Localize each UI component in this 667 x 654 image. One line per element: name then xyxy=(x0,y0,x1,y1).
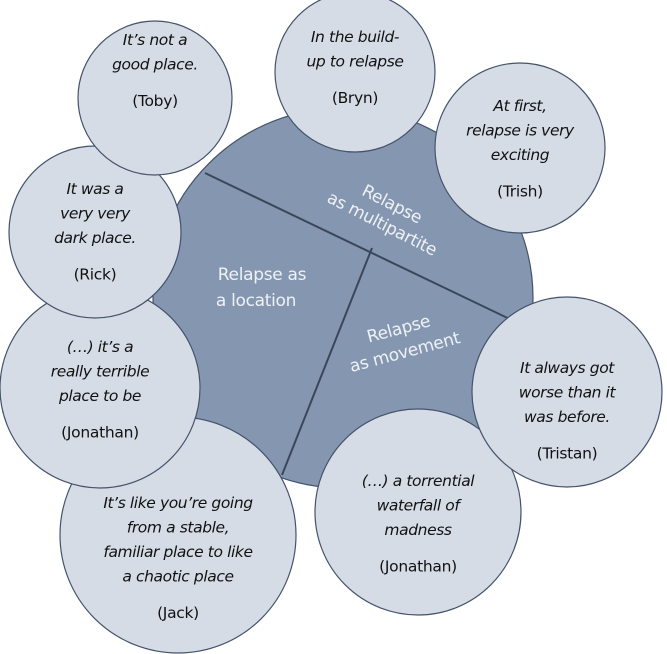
quote-author: (Jonathan) xyxy=(61,424,139,442)
divider-line-bottom xyxy=(281,247,373,476)
quote-author: (Jack) xyxy=(157,604,199,622)
quote-line: familiar place to like xyxy=(103,543,252,561)
bubble-circle xyxy=(471,296,663,488)
quote-line: (…) a torrential xyxy=(362,472,475,490)
quote-line: place to be xyxy=(58,387,141,405)
quote-author: (Jonathan) xyxy=(379,558,457,576)
quote-bubble-rick: It was a very very dark place. (Rick) xyxy=(8,145,182,319)
divider-line-top xyxy=(204,172,519,324)
quote-bubble-bryn: In the build-up to relapse (Bryn) xyxy=(274,0,436,153)
quote-line: waterfall of xyxy=(377,497,463,515)
quote-line: madness xyxy=(384,521,451,539)
bubble-circle xyxy=(314,408,522,616)
quote-line: from a stable, xyxy=(127,519,229,537)
quote-author: (Rick) xyxy=(74,266,117,284)
theme-location-line-2: a location xyxy=(216,291,296,311)
quote-bubble-jonathan-1: (…) it’s a really terrible place to be (Jon… xyxy=(0,287,201,489)
quote-bubble-toby: It’s not a good place. (Toby) xyxy=(77,20,233,176)
quote-author: (Bryn) xyxy=(332,89,378,107)
quote-line: good place. xyxy=(112,56,198,74)
quote-line: At first, xyxy=(492,97,546,115)
theme-location: Relapse as a location xyxy=(216,265,307,311)
quote-line: exciting xyxy=(491,146,550,164)
quote-line: It was a xyxy=(66,180,123,198)
quote-author: (Toby) xyxy=(132,92,178,110)
quote-line: relapse is very xyxy=(466,122,575,140)
quote-author: (Trish) xyxy=(497,183,543,201)
quote-bubble-trish: At first, relapse is very exciting (Trish) xyxy=(434,62,606,234)
quote-line: was before. xyxy=(524,408,610,426)
quote-line: up to relapse xyxy=(306,53,403,71)
quote-line: dark place. xyxy=(54,229,136,247)
quote-bubble-tristan: It always got worse than it was before. (Tr… xyxy=(471,296,663,488)
bubble-circle xyxy=(274,0,436,153)
quote-line: It’s like you’re going xyxy=(103,494,253,512)
quote-line: It’s not a xyxy=(123,31,187,49)
quote-line: It always got xyxy=(520,359,615,377)
quote-line: (…) it’s a xyxy=(67,338,133,356)
quote-line: In the build- xyxy=(311,28,400,46)
theme-location-line-1: Relapse as xyxy=(218,265,307,285)
bubble-circle xyxy=(434,62,606,234)
quote-line: worse than it xyxy=(519,384,617,402)
bubble-circle xyxy=(77,20,233,176)
quote-line: very very xyxy=(60,205,131,223)
quote-bubble-jonathan-2: (…) a torrential waterfall of madness (Jona… xyxy=(314,408,522,616)
quote-line: really terrible xyxy=(51,363,149,381)
quote-line: a chaotic place xyxy=(122,568,233,586)
quote-author: (Tristan) xyxy=(537,445,598,463)
